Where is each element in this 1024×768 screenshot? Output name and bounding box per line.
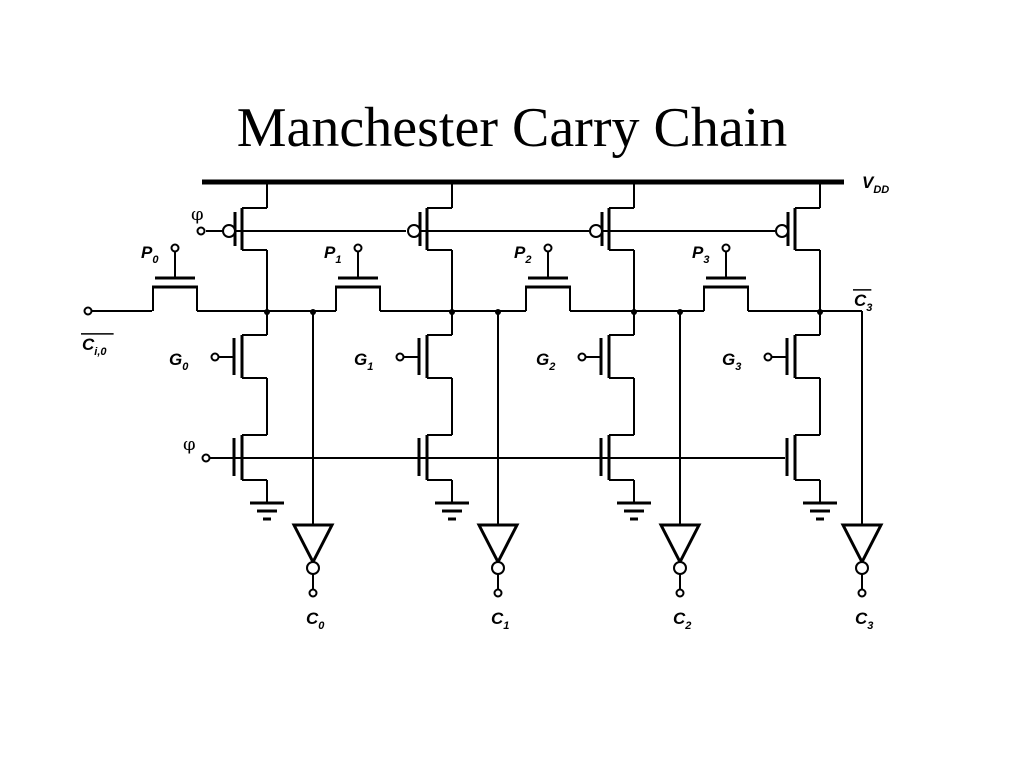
c-terminal (675, 588, 685, 598)
inverter (658, 523, 702, 566)
phi-label-bottom: φ (183, 434, 196, 455)
carry-in-terminal (83, 306, 93, 316)
p-label-1: P1 (324, 243, 341, 266)
inverter-bubble (491, 561, 505, 575)
g-terminal (577, 352, 587, 362)
g-label-3: G3 (722, 350, 741, 373)
pmos-gate-bubble (775, 224, 789, 238)
inverter (291, 523, 335, 566)
inverter (840, 523, 884, 566)
phi-label-top: φ (191, 204, 204, 225)
phi-terminal (196, 226, 206, 236)
g-label-1: G1 (354, 350, 373, 373)
pmos-gate-bubble (222, 224, 236, 238)
c-label-1: C1 (491, 609, 509, 632)
c-label-2: C2 (673, 609, 691, 632)
c-terminal (493, 588, 503, 598)
phi-terminal (201, 453, 211, 463)
c-label-0: C0 (306, 609, 325, 632)
g-terminal (763, 352, 773, 362)
inverter-bubble (673, 561, 687, 575)
inverter (476, 523, 520, 566)
vdd-label: VDD (862, 173, 889, 196)
c-label-3: C3 (855, 609, 873, 632)
page-title: Manchester Carry Chain (236, 97, 788, 159)
g-label-2: G2 (536, 350, 555, 373)
g-terminal (395, 352, 405, 362)
p-terminal (170, 243, 180, 253)
c-terminal (308, 588, 318, 598)
p-label-3: P3 (692, 243, 709, 266)
inverter-bubble (855, 561, 869, 575)
c3-bar-label: C3 (854, 291, 872, 314)
g-terminal (210, 352, 220, 362)
inverter-bubble (306, 561, 320, 575)
carry-in-label: Ci,0 (82, 335, 107, 358)
p-label-2: P2 (514, 243, 531, 266)
p-terminal (721, 243, 731, 253)
g-label-0: G0 (169, 350, 189, 373)
p-terminal (353, 243, 363, 253)
p-terminal (543, 243, 553, 253)
pmos-gate-bubble (407, 224, 421, 238)
pmos-gate-bubble (589, 224, 603, 238)
p-label-0: P0 (141, 243, 159, 266)
c-terminal (857, 588, 867, 598)
